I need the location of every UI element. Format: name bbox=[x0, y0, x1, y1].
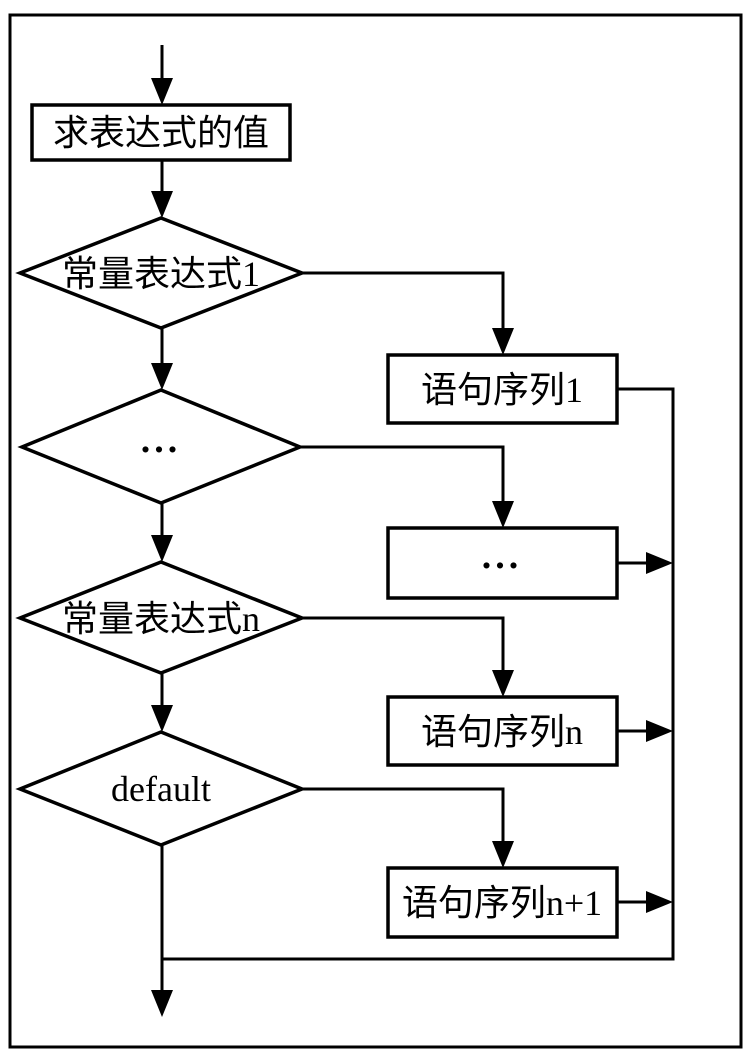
label-statements-ellipsis: ... bbox=[482, 535, 523, 577]
arrowhead-down-icon bbox=[492, 841, 514, 868]
arrowhead-down-icon bbox=[151, 990, 173, 1017]
arrowhead-down-icon bbox=[151, 363, 173, 390]
arrowhead-right-icon bbox=[646, 891, 673, 913]
decision-diamond-default bbox=[15, 730, 307, 847]
label-statements-n: 语句序列n bbox=[421, 712, 583, 752]
arrowhead-down-icon bbox=[492, 501, 514, 528]
connector-ellipsis-to-stmt-ellipsis bbox=[300, 445, 505, 503]
decision-diamond-case-n bbox=[15, 560, 307, 675]
label-case-default: default bbox=[111, 769, 211, 809]
label-case-n: 常量表达式n bbox=[62, 599, 260, 639]
arrowhead-right-icon bbox=[646, 720, 673, 742]
decision-diamond-ellipsis bbox=[17, 388, 305, 505]
connector-casen-to-stmtn bbox=[302, 616, 505, 672]
arrowhead-down-icon bbox=[492, 670, 514, 697]
process-box-statements-n bbox=[386, 695, 619, 767]
connector-default-to-stmtn1 bbox=[302, 787, 505, 843]
diagram-border bbox=[8, 13, 743, 1049]
label-evaluate-expression: 求表达式的值 bbox=[53, 113, 269, 153]
connector-collector-rail bbox=[162, 387, 675, 961]
process-box-statements-n-plus-1 bbox=[386, 866, 619, 939]
arrowhead-down-icon bbox=[151, 535, 173, 562]
label-statements-1: 语句序列1 bbox=[421, 370, 583, 410]
process-box-statements-1 bbox=[386, 353, 619, 425]
label-case-1: 常量表达式1 bbox=[62, 254, 260, 294]
label-statements-n-plus-1: 语句序列n+1 bbox=[402, 883, 602, 923]
arrowhead-down-icon bbox=[151, 705, 173, 732]
connector-case1-to-stmt1 bbox=[302, 271, 505, 330]
process-box-statements-ellipsis bbox=[386, 526, 619, 600]
label-case-ellipsis: ... bbox=[141, 419, 182, 461]
arrowhead-down-icon bbox=[492, 328, 514, 355]
process-box-evaluate-expression bbox=[30, 103, 292, 162]
arrowhead-right-icon bbox=[646, 552, 673, 574]
arrowhead-down-icon bbox=[151, 191, 173, 218]
arrowhead-down-icon bbox=[151, 78, 173, 105]
decision-diamond-case-1 bbox=[15, 216, 307, 330]
